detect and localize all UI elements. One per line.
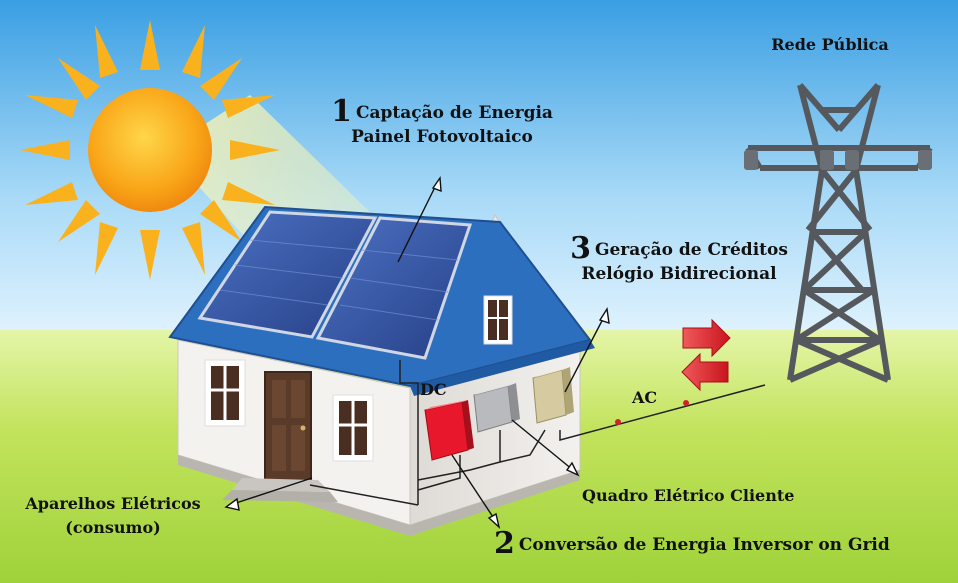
wiring [309,360,766,506]
step2-text: Conversão de Energia Inversor on Grid [518,535,890,555]
grid-exchange-arrows-icon [681,318,731,392]
inverter-icon [424,400,474,461]
insulators [744,150,932,170]
door-steps [222,478,338,502]
appliances-line2: (consumo) [65,518,161,537]
panel-board-icon [473,383,520,433]
front-door [264,371,312,481]
appliances-line1: Aparelhos Elétricos [25,494,201,513]
window-middle [332,394,374,462]
step3-number: 3 [570,231,591,266]
ac-node-1 [615,419,621,425]
roof-edge [410,340,595,396]
ac-node-2 [683,400,689,406]
callout-lines [224,175,610,530]
sun-icon [20,20,280,280]
step1-line1: Captação de Energia [355,103,553,123]
step3-line2: Relógio Bidirecional [581,264,777,284]
ac-label: AC [632,388,658,407]
step2-number: 2 [494,526,515,561]
window-left [204,359,246,427]
window-attic [483,295,513,345]
appliances-label: Aparelhos Elétricos (consumo) [4,492,222,540]
step1-line2: Painel Fotovoltaico [351,127,533,147]
transmission-tower-icon [745,83,933,383]
dc-label: DC [420,380,447,399]
step3-line1: Geração de Créditos [594,240,788,260]
step1-number: 1 [331,94,352,129]
house-base [178,455,580,536]
panel-board-label: Quadro Elétrico Cliente [582,486,795,505]
grid-label: Rede Pública [771,35,889,54]
solar-panels [197,210,473,360]
